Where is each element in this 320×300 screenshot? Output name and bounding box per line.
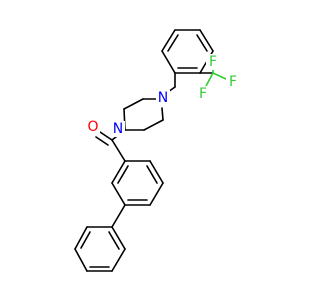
aryl-carbonyl-bond xyxy=(111,139,126,162)
biphenyl-link-bond xyxy=(111,204,126,228)
fluorine-label-right: F xyxy=(229,74,237,90)
atom-oxygen: O xyxy=(86,118,100,135)
fluorine-label-bottom: F xyxy=(199,86,207,102)
molecule-structure: O N N F F F xyxy=(74,29,240,272)
c-f-bond-right xyxy=(212,72,227,80)
oxygen-label: O xyxy=(87,119,98,135)
atom-fluorine-bottom: F xyxy=(196,86,210,102)
carbonyl-double-bond-b xyxy=(95,136,109,146)
terminal-phenyl-ring xyxy=(74,226,126,272)
trifluoromethylphenyl-ring xyxy=(161,29,214,74)
atom-nitrogen-amide: N xyxy=(111,121,125,137)
atom-fluorine-right: F xyxy=(226,74,240,90)
inner-phenyl-ring xyxy=(111,160,164,206)
piperazine-ring xyxy=(123,98,164,131)
atom-nitrogen-amine: N xyxy=(156,90,170,106)
carbonyl-double-bond-a xyxy=(99,131,113,141)
nitrogen-label-amide: N xyxy=(113,121,123,137)
atom-fluorine-top: F xyxy=(206,54,220,70)
c-f-bond-left xyxy=(205,72,214,87)
fluorine-label-top: F xyxy=(209,54,217,70)
nitrogen-label-amine: N xyxy=(158,90,168,106)
